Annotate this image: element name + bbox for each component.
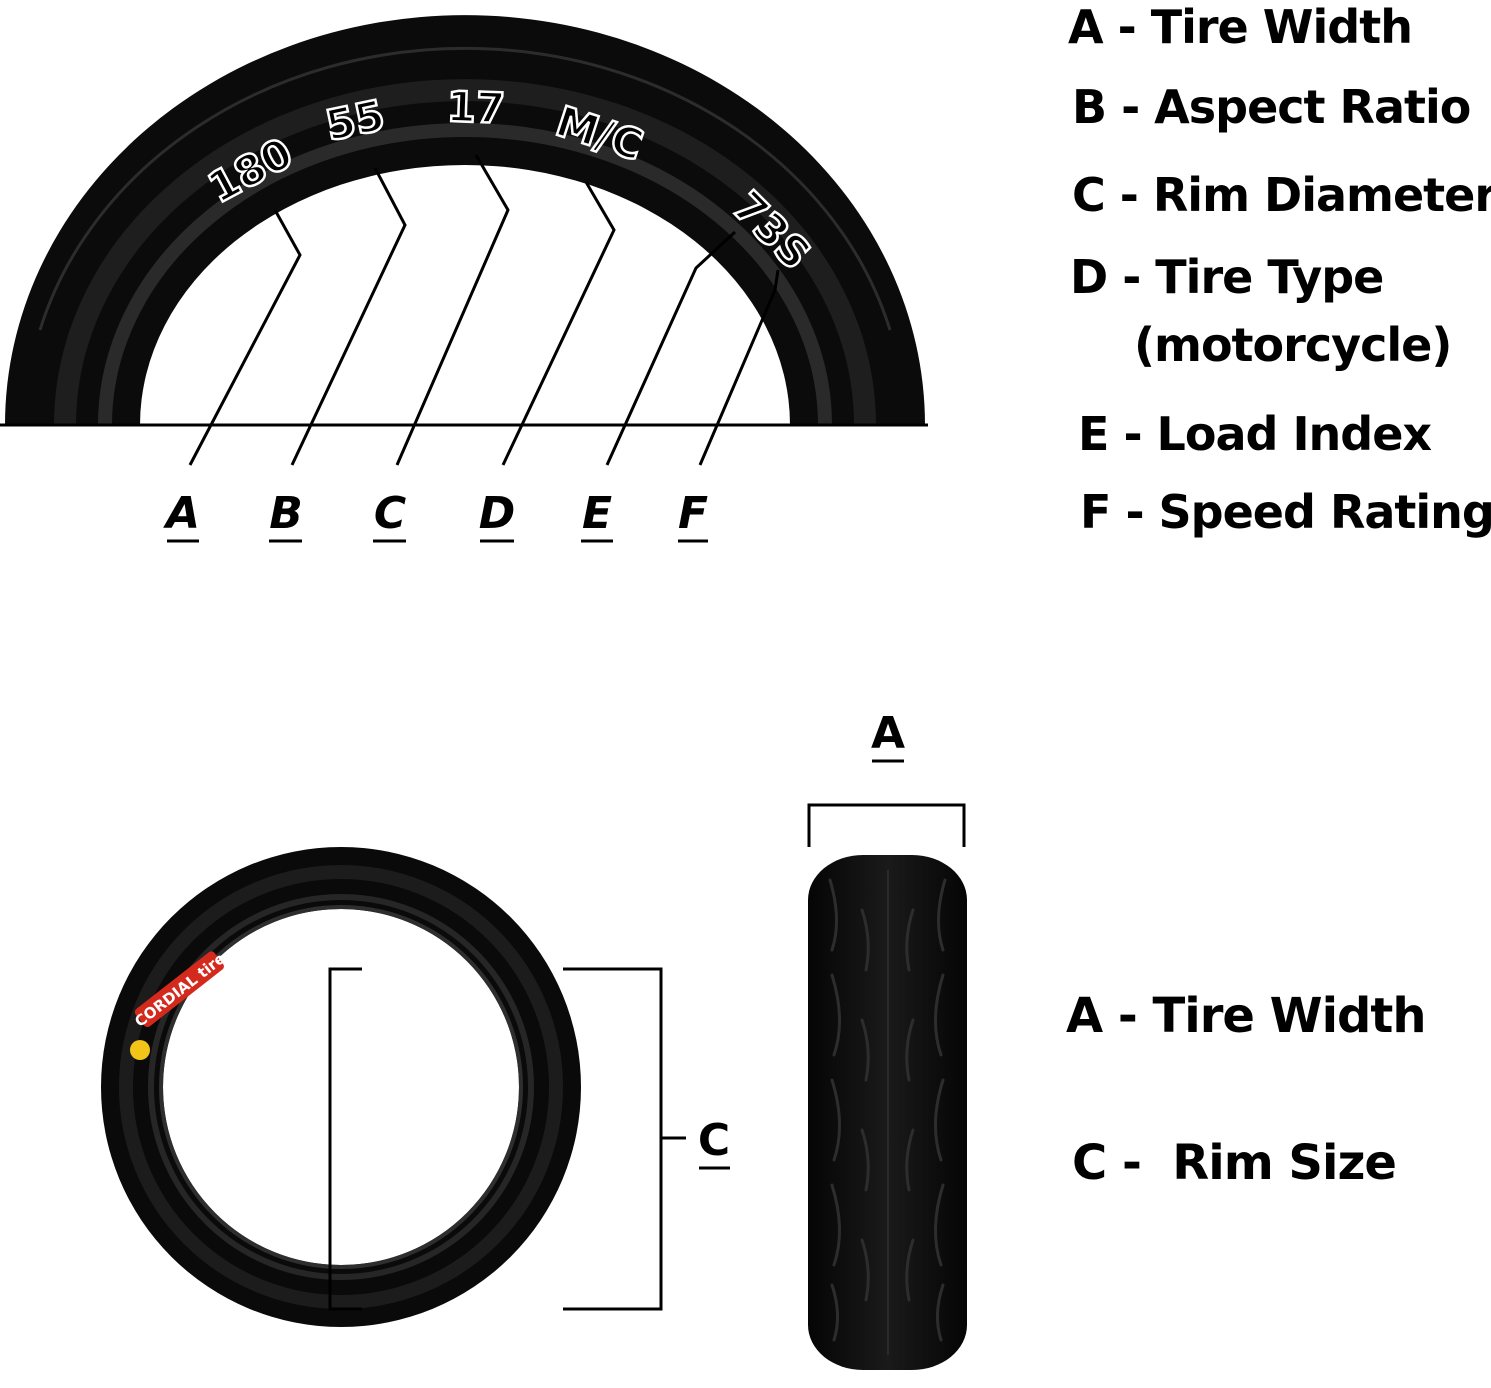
legend-load-index: E - Load Index bbox=[1078, 407, 1432, 461]
marking-rim-diameter: 17 bbox=[446, 82, 506, 133]
legend-rim-diameter: C - Rim Diameter bbox=[1072, 168, 1491, 222]
letter-e: E bbox=[582, 488, 612, 539]
leader-d bbox=[501, 181, 616, 466]
rim-bead bbox=[98, 123, 832, 426]
tire-inner-hole bbox=[163, 909, 519, 1265]
legend-tire-type-note: (motorcycle) bbox=[1134, 318, 1452, 372]
legend-bottom-tire-width: A - Tire Width bbox=[1066, 988, 1426, 1044]
full-tire-ring: CORDIAL tire bbox=[101, 847, 581, 1327]
tread-view: A bbox=[807, 708, 967, 1370]
tread-highlight bbox=[38, 46, 892, 331]
leader-f bbox=[698, 269, 780, 466]
rim-brackets bbox=[328, 967, 686, 1311]
letter-d: D bbox=[479, 488, 516, 539]
width-letter-a: A bbox=[871, 708, 905, 759]
outer-rim-bracket bbox=[563, 967, 663, 1311]
leader-e bbox=[605, 230, 737, 466]
marking-aspect-ratio: 55 bbox=[321, 90, 388, 150]
legend-aspect-ratio: B - Aspect Ratio bbox=[1072, 80, 1471, 134]
leader-c bbox=[395, 154, 510, 466]
leader-lines bbox=[188, 154, 780, 466]
letter-c: C bbox=[374, 488, 406, 539]
letter-b: B bbox=[269, 488, 303, 539]
half-tire-sidewall: 180 55 17 M/C 73S A B C D E F bbox=[0, 15, 928, 543]
leader-b bbox=[290, 167, 407, 466]
sidewall-band bbox=[54, 79, 876, 426]
leader-a bbox=[188, 209, 302, 466]
tire-sidewall-ring bbox=[119, 865, 563, 1309]
brand-logo-icon bbox=[130, 1040, 150, 1060]
legend-tire-width: A - Tire Width bbox=[1068, 0, 1413, 54]
letter-a: A bbox=[163, 488, 200, 539]
tread-grooves bbox=[828, 878, 947, 1342]
rim-letter-c: C bbox=[698, 1115, 730, 1166]
brand-label-bg bbox=[134, 951, 224, 1028]
inner-rim-bracket bbox=[328, 967, 362, 1311]
legend-bottom-rim-size: C - Rim Size bbox=[1072, 1135, 1397, 1191]
tire-inner-rim bbox=[159, 905, 523, 1269]
marker-letters: A B C D E F bbox=[163, 488, 708, 539]
tire-bead-ring bbox=[148, 894, 534, 1280]
legend-speed-rating: F - Speed Rating bbox=[1080, 485, 1491, 539]
letter-f: F bbox=[678, 488, 708, 539]
width-bracket bbox=[807, 803, 966, 847]
legend-tire-type: D - Tire Type bbox=[1070, 250, 1384, 304]
inner-hole bbox=[140, 165, 790, 425]
